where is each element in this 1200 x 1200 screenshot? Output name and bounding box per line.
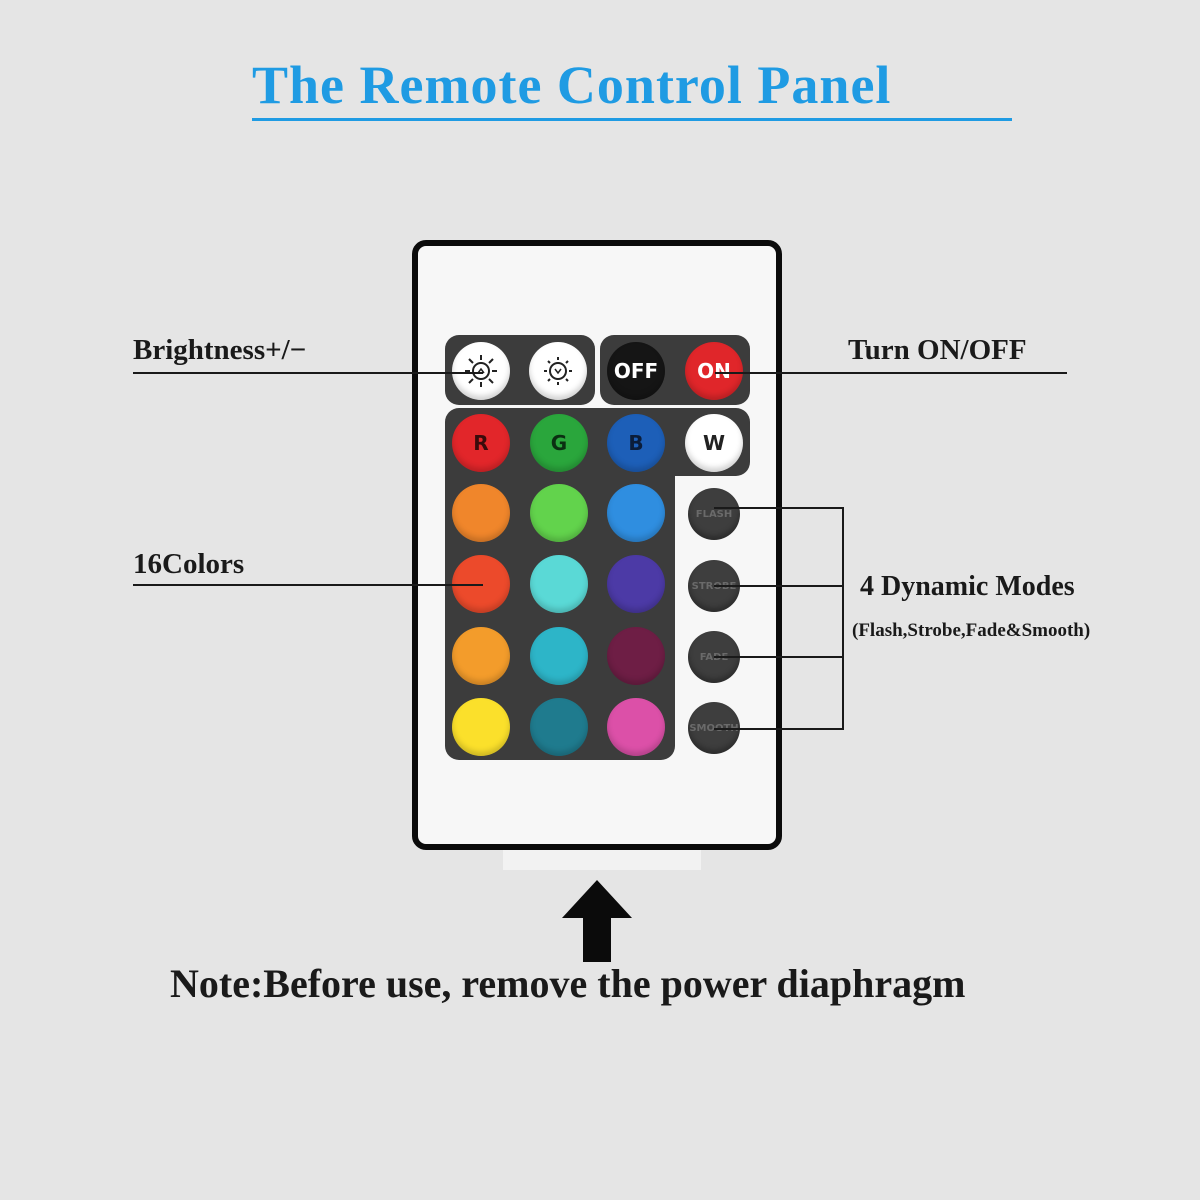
color-button-3-3[interactable] — [607, 627, 665, 685]
off-button-label: OFF — [613, 359, 659, 383]
color-button-2-3[interactable] — [607, 555, 665, 613]
power-callout-line — [715, 372, 1067, 374]
mode-callout-line-3 — [714, 656, 844, 658]
green-button-label: G — [550, 431, 568, 455]
color-button-2-2[interactable] — [530, 555, 588, 613]
color-button-1-2[interactable] — [530, 484, 588, 542]
color-button-4-2[interactable] — [530, 698, 588, 756]
note-text: Note:Before use, remove the power diaphr… — [170, 961, 966, 1006]
brightness-up-button[interactable] — [452, 342, 510, 400]
page-title: The Remote Control Panel — [252, 58, 1012, 121]
color-button-3-1[interactable] — [452, 627, 510, 685]
smooth-button-label: SMOOTH — [689, 723, 738, 734]
brightness-callout-line — [133, 372, 483, 374]
brightness-down-button[interactable] — [529, 342, 587, 400]
white-button-label: W — [702, 431, 726, 455]
mode-bracket-line — [842, 507, 844, 730]
color-button-3-2[interactable] — [530, 627, 588, 685]
blue-button-label: B — [628, 431, 644, 455]
mode-callout-line-1 — [714, 507, 844, 509]
brightness-down-icon — [544, 357, 572, 385]
flash-button[interactable]: FLASH — [688, 488, 740, 540]
on-button-label: ON — [697, 359, 731, 383]
mode-callout-line-4 — [714, 728, 844, 730]
brightness-up-icon — [465, 355, 497, 387]
modes-label: 4 Dynamic Modes — [860, 571, 1075, 602]
white-button[interactable]: W — [685, 414, 743, 472]
color-button-4-1[interactable] — [452, 698, 510, 756]
brightness-label: Brightness+/− — [133, 334, 307, 366]
color-button-4-3[interactable] — [607, 698, 665, 756]
colors-callout-line — [133, 584, 483, 586]
colors-label: 16Colors — [133, 548, 245, 580]
blue-button[interactable]: B — [607, 414, 665, 472]
color-button-1-3[interactable] — [607, 484, 665, 542]
green-button[interactable]: G — [530, 414, 588, 472]
red-button-label: R — [473, 431, 489, 455]
red-button[interactable]: R — [452, 414, 510, 472]
color-button-1-1[interactable] — [452, 484, 510, 542]
mode-callout-line-2 — [714, 585, 844, 587]
power-label: Turn ON/OFF — [848, 334, 1027, 366]
off-button[interactable]: OFF — [607, 342, 665, 400]
flash-button-label: FLASH — [695, 508, 733, 520]
modes-detail-label: (Flash,Strobe,Fade&Smooth) — [852, 620, 1091, 641]
power-diaphragm — [503, 850, 701, 870]
on-button[interactable]: ON — [685, 342, 743, 400]
